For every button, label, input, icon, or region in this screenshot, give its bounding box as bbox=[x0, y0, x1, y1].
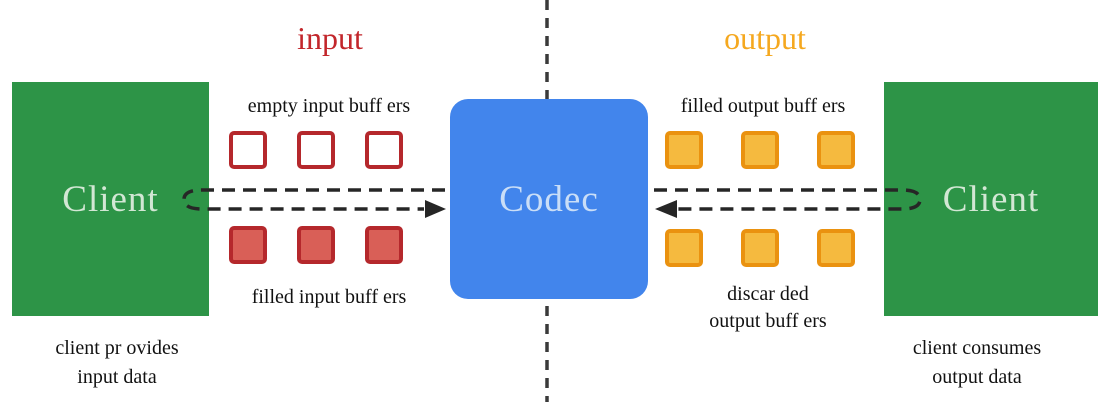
empty-input-buffers-row bbox=[229, 131, 403, 169]
filled-input-buffers-row bbox=[229, 226, 403, 264]
discarded-output-buffer-square bbox=[817, 229, 855, 267]
filled-output-buffer-square bbox=[817, 131, 855, 169]
discarded-output-buffer-square bbox=[665, 229, 703, 267]
filled-input-buffer-square bbox=[297, 226, 335, 264]
filled-input-buffers-caption: filled input buff ers bbox=[251, 286, 407, 308]
empty-input-buffer-square bbox=[297, 131, 335, 169]
filled-output-buffers-caption: filled output buff ers bbox=[680, 95, 846, 117]
discarded-output-buffer-square bbox=[741, 229, 779, 267]
empty-input-buffer-square bbox=[365, 131, 403, 169]
client-right-caption-line1: client consumes bbox=[912, 337, 1042, 359]
filled-input-buffer-square bbox=[365, 226, 403, 264]
filled-output-buffers-row bbox=[665, 131, 855, 169]
client-left-label: Client bbox=[62, 178, 159, 220]
filled-input-buffer-square bbox=[229, 226, 267, 264]
client-right-label: Client bbox=[942, 178, 1040, 220]
codec-label: Codec bbox=[499, 178, 599, 220]
client-box-left: Client bbox=[12, 82, 209, 316]
filled-output-buffer-square bbox=[665, 131, 703, 169]
empty-input-buffers-caption: empty input buff ers bbox=[247, 95, 411, 117]
discarded-caption-line1: discar ded bbox=[727, 283, 809, 305]
client-right-caption-line2: output data bbox=[932, 366, 1022, 388]
codec-box: Codec bbox=[450, 99, 648, 299]
input-section-label: input bbox=[297, 20, 363, 56]
discarded-output-buffers-caption: discar ded output buff ers bbox=[709, 281, 826, 335]
client-right-caption: client consumes output data bbox=[913, 334, 1041, 392]
client-left-caption-line2: input data bbox=[77, 366, 157, 388]
empty-input-buffer-square bbox=[229, 131, 267, 169]
client-box-right: Client bbox=[884, 82, 1098, 316]
discarded-caption-line2: output buff ers bbox=[709, 310, 827, 332]
output-section-label: output bbox=[724, 20, 806, 56]
filled-output-buffer-square bbox=[741, 131, 779, 169]
client-left-caption-line1: client pr ovides bbox=[55, 337, 179, 359]
discarded-output-buffers-row bbox=[665, 229, 855, 267]
client-left-caption: client pr ovides input data bbox=[55, 334, 178, 392]
